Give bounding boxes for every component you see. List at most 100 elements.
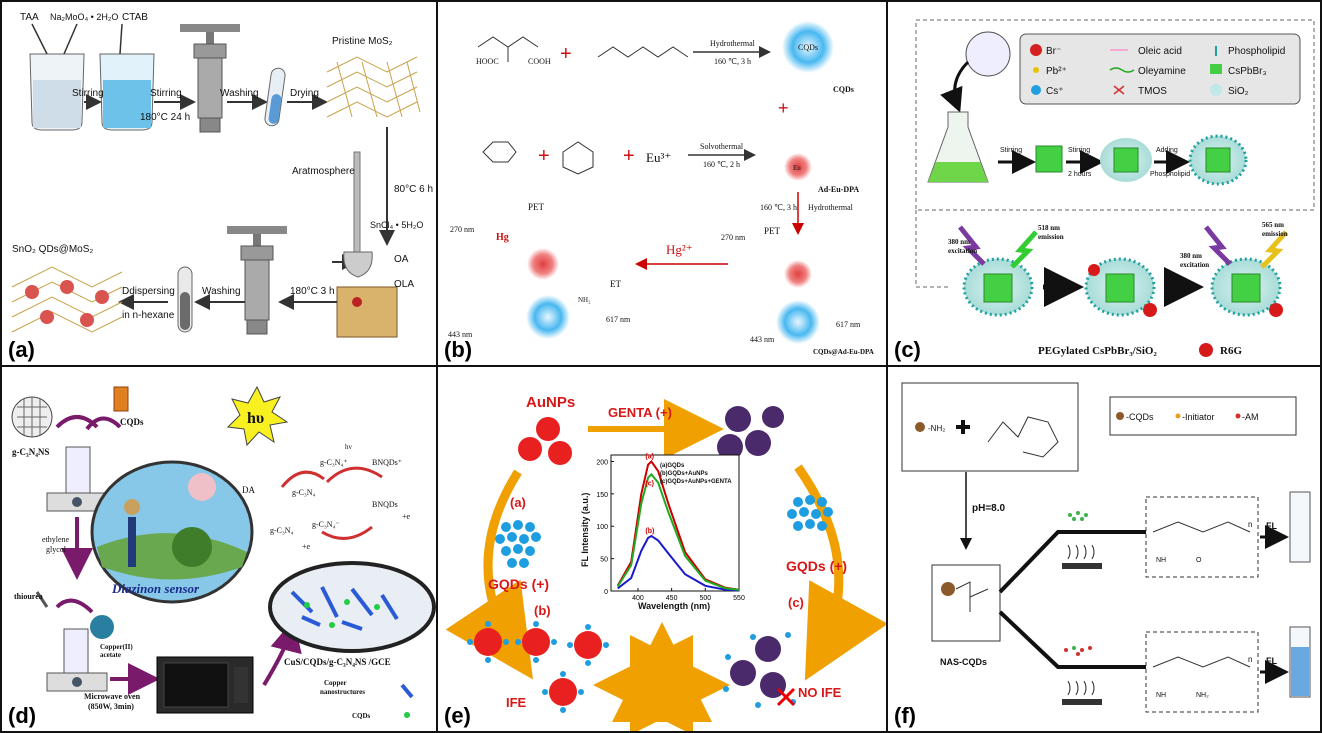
f-n1: n xyxy=(1248,520,1252,529)
test-tube-1 xyxy=(264,67,286,127)
cuvette-empty xyxy=(1289,491,1311,563)
label-washing-2: Washing xyxy=(202,286,241,297)
label-stirring-2: Stirring xyxy=(150,88,182,99)
f-fl1: FL xyxy=(1266,521,1277,531)
chart-xtick-label-1: 450 xyxy=(666,595,678,602)
d-hv-small: hv xyxy=(345,443,353,451)
b-cond3: 160 ℃, 3 h xyxy=(760,203,797,212)
f-o-1: O xyxy=(1196,557,1202,564)
label-stirring-cond: 180°C 24 h xyxy=(140,112,190,123)
d-thiourea: thiourea xyxy=(14,592,43,601)
autoclave-2 xyxy=(227,226,287,335)
panel-f: -NH₂ -CQDs -Initiator -AM pH=8.0 NAS-CQD… xyxy=(886,365,1322,733)
f-nas: NAS-CQDs xyxy=(940,657,987,667)
reflux-setup xyxy=(336,151,398,338)
b-et: ET xyxy=(610,279,621,289)
f-fl2: FL xyxy=(1266,656,1277,666)
excitation-bolt-icon xyxy=(958,225,986,266)
d-plus-e1: +e xyxy=(302,542,311,551)
gqds-cluster-left xyxy=(495,520,541,568)
f-nh-2: NH xyxy=(1156,692,1166,699)
electrode-surface xyxy=(268,561,436,653)
cqd-dot xyxy=(915,422,925,432)
chart-lines xyxy=(616,459,740,592)
polyamine-structure xyxy=(597,46,689,58)
polymer-box-2 xyxy=(1145,631,1259,713)
c-legend-0: Br⁻ xyxy=(1046,46,1061,57)
e-no-ife: NO IFE xyxy=(798,685,842,700)
e-c: (c) xyxy=(788,595,804,610)
c-stirring: Stirring xyxy=(1000,147,1022,154)
eu-complex-3 xyxy=(527,248,559,280)
d-plus-e2: +e xyxy=(402,512,411,521)
emission-bolt-2-icon xyxy=(1260,230,1288,269)
f-legend-am: -AM xyxy=(1242,412,1259,422)
panel-label-b: (b) xyxy=(444,337,473,362)
panel-label-d: (d) xyxy=(8,703,37,728)
chart-xtick-label-0: 400 xyxy=(632,595,644,602)
aggregate-3 xyxy=(717,434,743,460)
chart-series-line-1 xyxy=(617,534,740,592)
c-legend xyxy=(1019,33,1301,105)
f-nh-1: NH xyxy=(1156,557,1166,564)
chart-ytick-label-4: 200 xyxy=(596,459,608,466)
d-electrode: CuS/CQDs/g-C₃N₄NS /GCE xyxy=(284,657,391,667)
aunp-2 xyxy=(518,437,542,461)
f-legend-init: -Initiator xyxy=(1182,412,1215,422)
heater-top xyxy=(1062,511,1102,569)
d-gc3n4b: g-C₃N₄⁺ xyxy=(320,458,348,467)
e-gqds-left: GQDs (+) xyxy=(488,576,549,592)
f-legend xyxy=(1109,396,1297,436)
c-two-hours: 2 hours xyxy=(1068,171,1092,178)
d-gc3n4c: g-C₃N₄ xyxy=(270,526,294,535)
d-cqds-legend: CQDs xyxy=(352,712,371,720)
c-legend-7: TMOS xyxy=(1138,86,1167,97)
label-pristine: Pristine MoS₂ xyxy=(332,36,393,47)
eu-complex xyxy=(784,153,812,181)
d-da: DA xyxy=(242,485,255,495)
e-ife: IFE xyxy=(506,695,527,710)
b-pet2: PET xyxy=(764,226,781,236)
panel-e-diagram: AuNPs GENTA (+) (a) GQDs (+) GQDs (+) xyxy=(445,394,886,731)
label-cond-180: 180°C 3 h xyxy=(290,286,335,297)
c-legend-3: Pb²⁺ xyxy=(1046,66,1067,77)
d-gc3n4ns: g-C₃N₄NS xyxy=(12,447,49,457)
b-443b: 443 nm xyxy=(750,335,775,344)
d-glycol: glycol xyxy=(46,545,67,554)
dpa-structure xyxy=(562,141,594,175)
chart-curve-label-2: (c) xyxy=(645,480,654,487)
d-ethylene: ethylene xyxy=(42,535,70,544)
b-270a: 270 nm xyxy=(450,225,475,234)
product-lattice xyxy=(11,266,123,333)
label-hexane: in n-hexane xyxy=(122,310,175,321)
beaker-2 xyxy=(99,53,155,131)
heater-bottom xyxy=(1062,646,1102,705)
label-taa: TAA xyxy=(20,12,39,23)
chart-curve-label-1: (b) xyxy=(645,528,654,535)
chart-legend-0: (a)GQDs xyxy=(660,463,685,469)
b-cqds-core: CQDs xyxy=(798,43,818,52)
d-copper-nano2: nanostructures xyxy=(320,688,365,696)
d-microwave: Microwave oven xyxy=(84,692,141,701)
panel-label-a: (a) xyxy=(8,337,35,362)
chart-curve-labels: (a)(b)(c) xyxy=(645,453,654,534)
b-eu-small: Eu xyxy=(793,164,801,172)
chart-ytick-label-2: 100 xyxy=(596,524,608,531)
b-hooc: HOOC xyxy=(476,57,499,66)
label-washing-1: Washing xyxy=(220,88,259,99)
chart-ylabel: FL Intensity (a.u.) xyxy=(580,493,590,567)
aggregate-2 xyxy=(745,430,771,456)
b-cqds: CQDs xyxy=(833,85,854,94)
polymer-box-1 xyxy=(1145,496,1259,578)
d-acetate: acetate xyxy=(100,651,121,659)
chart-xtick-label-2: 500 xyxy=(699,595,711,602)
chart-legend-2: (c)GQDs+AuNPs+GENTA xyxy=(660,479,732,485)
c-em1: 518 nm xyxy=(1038,224,1060,232)
c-em2: 565 nm xyxy=(1262,221,1284,229)
b-443a: 443 nm xyxy=(448,330,473,339)
chart-ytick-label-0: 0 xyxy=(604,589,608,596)
aunp-gqd-2 xyxy=(522,628,550,656)
d-gc3n4d: g-C₃N₄⁻ xyxy=(312,520,340,529)
